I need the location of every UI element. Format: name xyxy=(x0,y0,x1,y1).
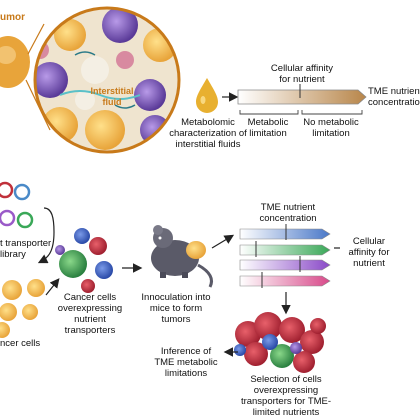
inference-label: Inference of TME metabolic limitations xyxy=(154,346,218,379)
tme-gradient-arrows-mid xyxy=(239,224,331,288)
cancer-cells-label: ncer cells xyxy=(0,338,41,349)
metabolic-limitation-label: Metabolic limitation xyxy=(247,117,289,139)
transporter-library-label: t transporter library xyxy=(0,238,52,260)
interstitial-fluid-label: Interstitial fluid xyxy=(90,86,134,107)
metabolomic-label: Metabolomic characterization of intersti… xyxy=(169,117,247,150)
tumor-label: umor xyxy=(0,12,25,23)
plasmid-icon xyxy=(0,181,34,229)
cancer-cells-overexpressing-label: Cancer cells overexpressing nutrient tra… xyxy=(57,292,123,336)
cellular-affinity-top-label: Cellular affinity for nutrient xyxy=(270,63,334,85)
no-metabolic-limitation-label: No metabolic limitation xyxy=(303,117,359,139)
tme-circle xyxy=(33,6,181,154)
transduced-cells xyxy=(55,228,113,293)
selection-label: Selection of cells overexpressing transp… xyxy=(240,374,332,418)
tme-nutrient-top-label: TME nutrient concentration xyxy=(368,86,420,108)
cancer-cell-icon xyxy=(0,279,45,338)
cellular-affinity-mid-label: Cellular affinity for nutrient xyxy=(348,236,390,269)
tme-nutrient-mid-label: TME nutrient concentration xyxy=(259,202,317,224)
selected-cell-cluster xyxy=(234,312,326,373)
tumor-blob-icon xyxy=(0,23,51,131)
innoculation-label: Innoculation into mice to form tumors xyxy=(141,292,211,325)
tme-gradient-arrow xyxy=(237,84,367,115)
mouse-icon xyxy=(151,225,213,288)
fluid-drop-icon xyxy=(196,78,218,113)
